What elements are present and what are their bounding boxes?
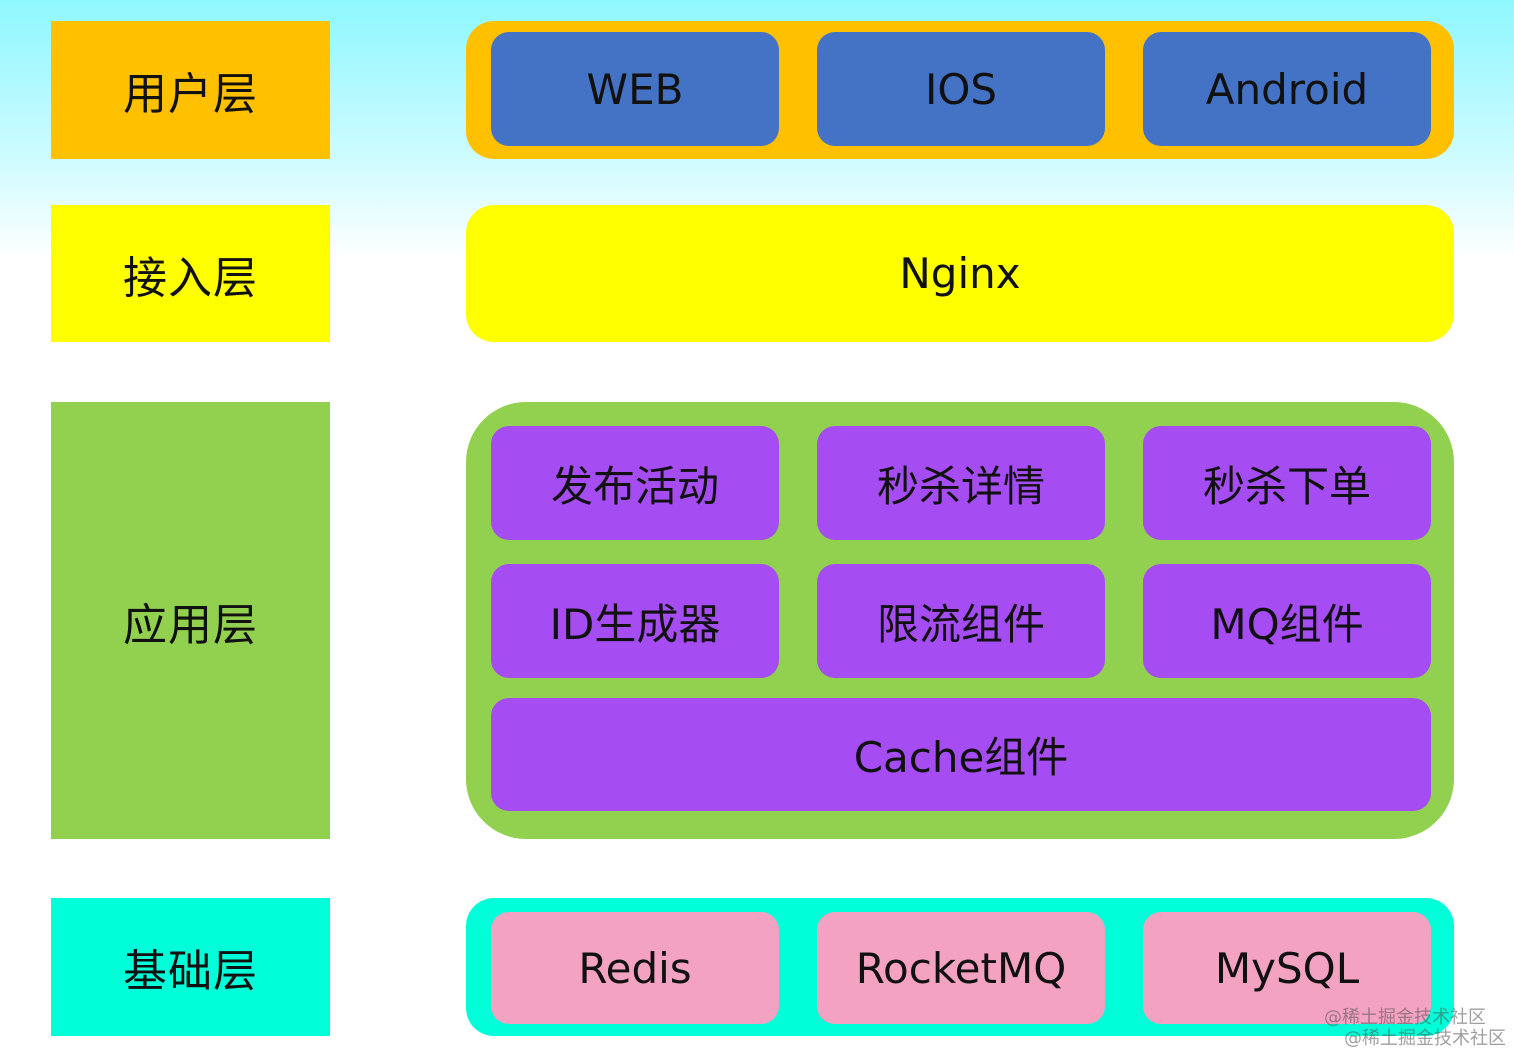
watermark-bottom: @稀土掘金技术社区	[1344, 1028, 1506, 1049]
id-generator-box: ID生成器	[491, 564, 779, 678]
publish-activity-box: 发布活动	[491, 426, 779, 540]
access-layer-panel: Nginx	[466, 205, 1454, 342]
seckill-order-box: 秒杀下单	[1143, 426, 1431, 540]
rocketmq-box: RocketMQ	[817, 912, 1105, 1024]
user-layer-panel: WEB IOS Android	[466, 21, 1454, 159]
access-layer-label: 接入层	[51, 205, 330, 342]
cache-component-box: Cache组件	[491, 698, 1431, 811]
app-layer-label: 应用层	[51, 402, 330, 839]
mq-component-box: MQ组件	[1143, 564, 1431, 678]
rate-limit-box: 限流组件	[817, 564, 1105, 678]
web-client-box: WEB	[491, 32, 779, 146]
user-layer-label: 用户层	[51, 21, 330, 159]
nginx-box: Nginx	[899, 249, 1021, 298]
ios-client-box: IOS	[817, 32, 1105, 146]
seckill-detail-box: 秒杀详情	[817, 426, 1105, 540]
redis-box: Redis	[491, 912, 779, 1024]
android-client-box: Android	[1143, 32, 1431, 146]
mysql-box: MySQL	[1143, 912, 1431, 1024]
watermark-top: @稀土掘金技术社区	[1324, 1007, 1486, 1028]
app-layer-panel: 发布活动 秒杀详情 秒杀下单 ID生成器 限流组件 MQ组件 Cache组件	[466, 402, 1454, 839]
base-layer-panel: Redis RocketMQ MySQL	[466, 898, 1454, 1036]
base-layer-label: 基础层	[51, 898, 330, 1036]
